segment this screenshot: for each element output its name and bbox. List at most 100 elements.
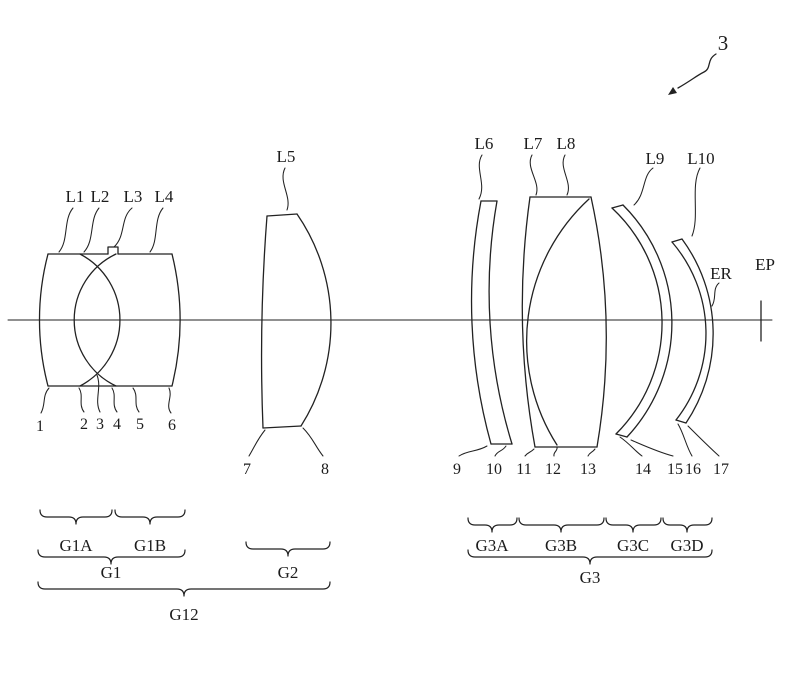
leader-surface-15 [630,439,674,457]
surface-number-11: 11 [516,461,531,478]
leader-l5 [282,167,289,211]
figure-callout: 3 [668,31,728,95]
surface-number-5: 5 [136,416,144,433]
l6-surface-10 [488,200,513,445]
doublet-surface-13 [590,196,607,448]
leader-surface-10 [494,445,507,457]
surface-number-17: 17 [713,461,729,478]
top-leader-lines [58,154,720,307]
label-l6: L6 [475,134,494,153]
leader-surface-6 [168,387,172,414]
label-l1: L1 [66,187,85,206]
surface-number-3: 3 [96,416,104,433]
leader-surface-1 [40,387,50,414]
lens-l6 [470,200,513,445]
surface-number-12: 12 [545,461,561,478]
group-labels: G1A G1B G1 G2 G12 G3A G3B G3C G3D G3 [59,536,703,624]
brace-g3d [662,517,713,533]
surface-number-4: 4 [113,416,121,433]
leader-l8 [562,154,569,196]
g1-top-notch [107,246,119,255]
label-l4: L4 [155,187,174,206]
surface-number-6: 6 [168,417,176,434]
doublet-surface-11 [521,196,536,448]
label-l10: L10 [687,149,714,168]
leader-surface-5 [132,387,140,413]
figure-number: 3 [718,31,729,55]
leader-l10 [691,167,701,237]
brace-g2 [245,541,331,557]
brace-g12 [37,581,331,597]
l9-bottom-edge [615,433,628,438]
label-l7: L7 [524,134,543,153]
leader-surface-11 [524,448,535,457]
label-ep: EP [755,255,775,274]
lens-group-g1 [38,246,181,387]
leader-l1 [58,207,74,253]
surface-number-7: 7 [243,461,251,478]
group-label-g3c: G3C [617,536,649,555]
surface-number-16: 16 [685,461,701,478]
surface-numbers: 1 2 3 4 5 6 7 8 9 10 11 12 13 14 15 16 1… [36,416,729,478]
group-label-g2: G2 [278,563,299,582]
surface-number-2: 2 [80,416,88,433]
surface-leader-lines [40,374,720,457]
leader-surface-13 [587,448,596,457]
l9-top-edge [611,204,624,209]
l9-surface-14 [611,207,663,435]
leader-surface-16 [677,423,693,457]
l10-bottom-edge [675,419,687,424]
l5-top-edge [266,213,298,217]
label-l3: L3 [124,187,143,206]
g1-surface-2 [79,253,121,387]
lens-l10 [671,238,714,424]
label-l9: L9 [646,149,665,168]
lens-labels: L1 L2 L3 L4 L5 L6 L7 L8 L9 L10 ER EP [66,134,775,283]
leader-surface-17 [687,425,720,457]
lens-l7-l8-doublet [521,196,607,448]
g1-surface-1 [38,253,49,387]
surface-number-15: 15 [667,461,683,478]
leader-er [711,282,720,307]
leader-surface-2 [78,387,85,413]
leader-l7 [529,154,538,196]
figure-arrowhead-icon [668,87,677,95]
group-label-g3b: G3B [545,536,577,555]
l5-bottom-edge [262,425,302,429]
leader-l3 [113,207,133,248]
surface-number-13: 13 [580,461,596,478]
group-label-g3a: G3A [475,536,509,555]
l5-surface-8 [296,213,332,427]
surface-number-8: 8 [321,461,329,478]
group-label-g1a: G1A [59,536,93,555]
leader-l9 [633,167,654,206]
leader-l6 [478,154,483,200]
l6-surface-9 [470,200,492,445]
group-label-g3d: G3D [670,536,703,555]
brace-g3b [518,517,605,533]
leader-surface-12 [553,446,558,457]
leader-surface-9 [458,445,488,457]
leader-surface-14 [619,436,643,457]
surface-number-10: 10 [486,461,502,478]
surface-number-14: 14 [635,461,651,478]
l10-surface-17 [681,238,714,424]
leader-l4 [149,207,164,253]
l9-surface-15 [622,204,673,438]
lens-l9 [611,204,673,438]
group-label-g3: G3 [580,568,601,587]
leader-l2 [83,207,100,253]
label-l5: L5 [277,147,296,166]
brace-g1 [37,549,186,565]
group-braces [37,509,713,597]
surface-number-9: 9 [453,461,461,478]
label-l8: L8 [557,134,576,153]
brace-g1a [39,509,113,525]
brace-g1b [114,509,186,525]
group-label-g1b: G1B [134,536,166,555]
label-l2: L2 [91,187,110,206]
label-er: ER [710,264,732,283]
g1-surface-6 [171,253,181,387]
